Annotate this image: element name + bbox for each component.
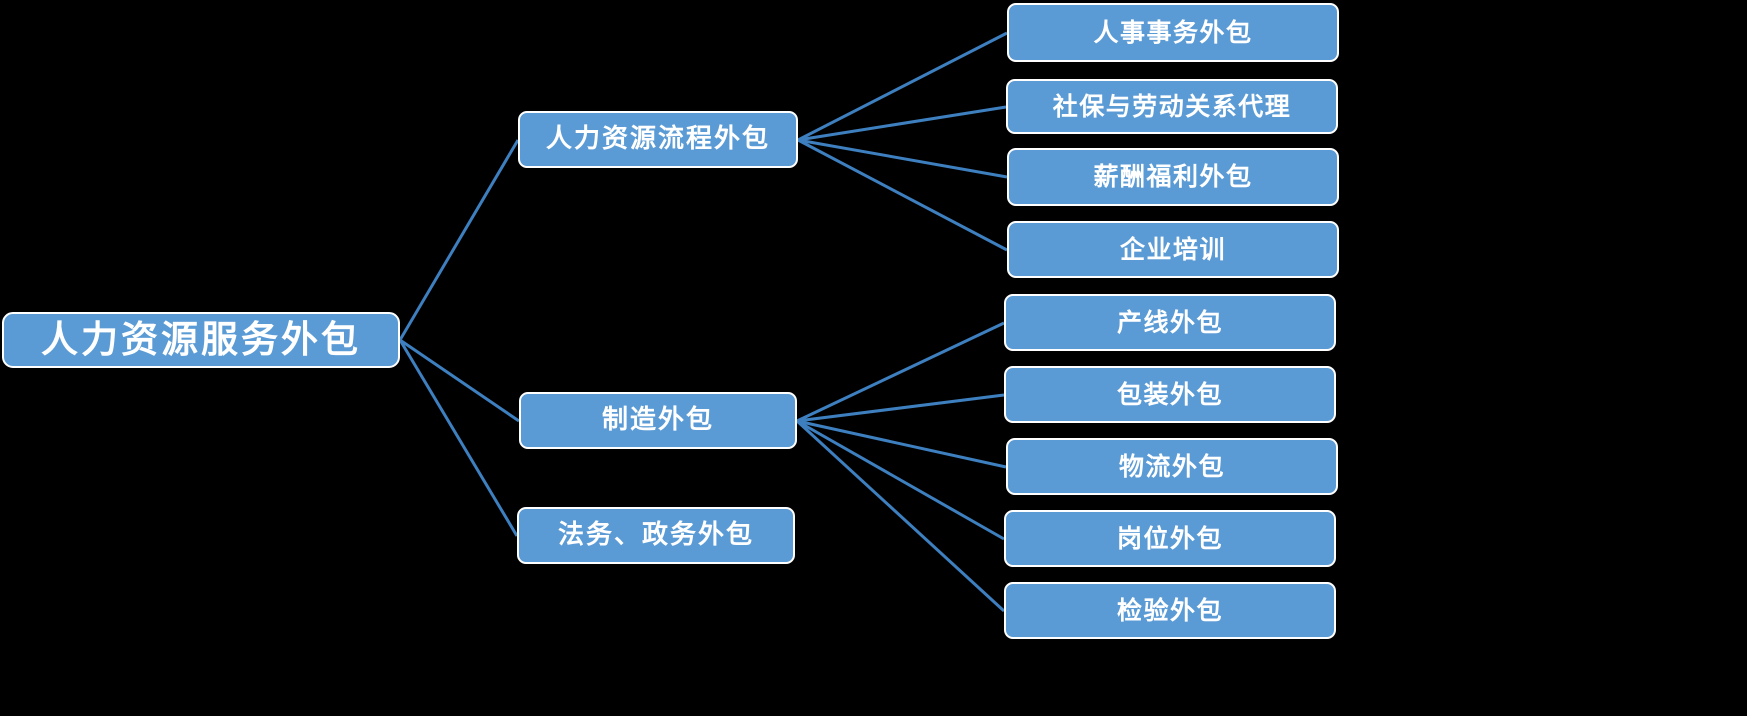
node-leaf-1[interactable]: 社保与劳动关系代理 [1006,79,1338,134]
connector-branch-0-to-leaf-1 [797,105,1007,142]
node-root-label: 人力资源服务外包 [41,317,361,361]
node-leaf-6-label: 物流外包 [1118,451,1225,481]
node-leaf-3-label: 企业培训 [1119,234,1226,264]
node-leaf-6[interactable]: 物流外包 [1006,438,1338,495]
connector-branch-1-to-leaf-7 [796,419,1005,541]
node-leaf-5-label: 包装外包 [1116,379,1223,409]
node-root[interactable]: 人力资源服务外包 [2,312,400,368]
node-leaf-3[interactable]: 企业培训 [1007,221,1339,278]
node-leaf-4-label: 产线外包 [1116,307,1223,337]
node-branch-0-label: 人力资源流程外包 [545,124,770,155]
node-branch-2[interactable]: 法务、政务外包 [517,507,795,564]
connector-branch-0-to-leaf-3 [797,138,1008,252]
node-leaf-8-label: 检验外包 [1116,595,1223,625]
node-branch-1[interactable]: 制造外包 [519,392,797,449]
node-leaf-7[interactable]: 岗位外包 [1004,510,1336,567]
node-leaf-4[interactable]: 产线外包 [1004,294,1336,351]
connector-branch-1-to-leaf-4 [796,321,1005,423]
connector-branch-1-to-leaf-5 [796,393,1005,423]
node-leaf-1-label: 社保与劳动关系代理 [1052,91,1292,121]
node-leaf-7-label: 岗位外包 [1116,523,1223,553]
node-leaf-2-label: 薪酬福利外包 [1093,162,1253,192]
connector-root-to-branch-1 [399,338,520,423]
node-branch-1-label: 制造外包 [601,405,714,436]
connector-branch-0-to-leaf-0 [797,31,1008,142]
connector-branch-0-to-leaf-2 [797,138,1008,179]
node-branch-2-label: 法务、政务外包 [557,520,754,551]
connector-root-to-branch-0 [398,139,520,341]
node-leaf-0-label: 人事事务外包 [1093,17,1253,47]
connector-branch-1-to-leaf-8 [795,419,1006,613]
node-branch-0[interactable]: 人力资源流程外包 [518,111,798,168]
node-leaf-5[interactable]: 包装外包 [1004,366,1336,423]
node-leaf-2[interactable]: 薪酬福利外包 [1007,148,1339,206]
node-leaf-0[interactable]: 人事事务外包 [1007,3,1339,62]
node-leaf-8[interactable]: 检验外包 [1004,582,1336,639]
connector-root-to-branch-2 [398,339,519,537]
connector-branch-1-to-leaf-6 [796,419,1007,469]
